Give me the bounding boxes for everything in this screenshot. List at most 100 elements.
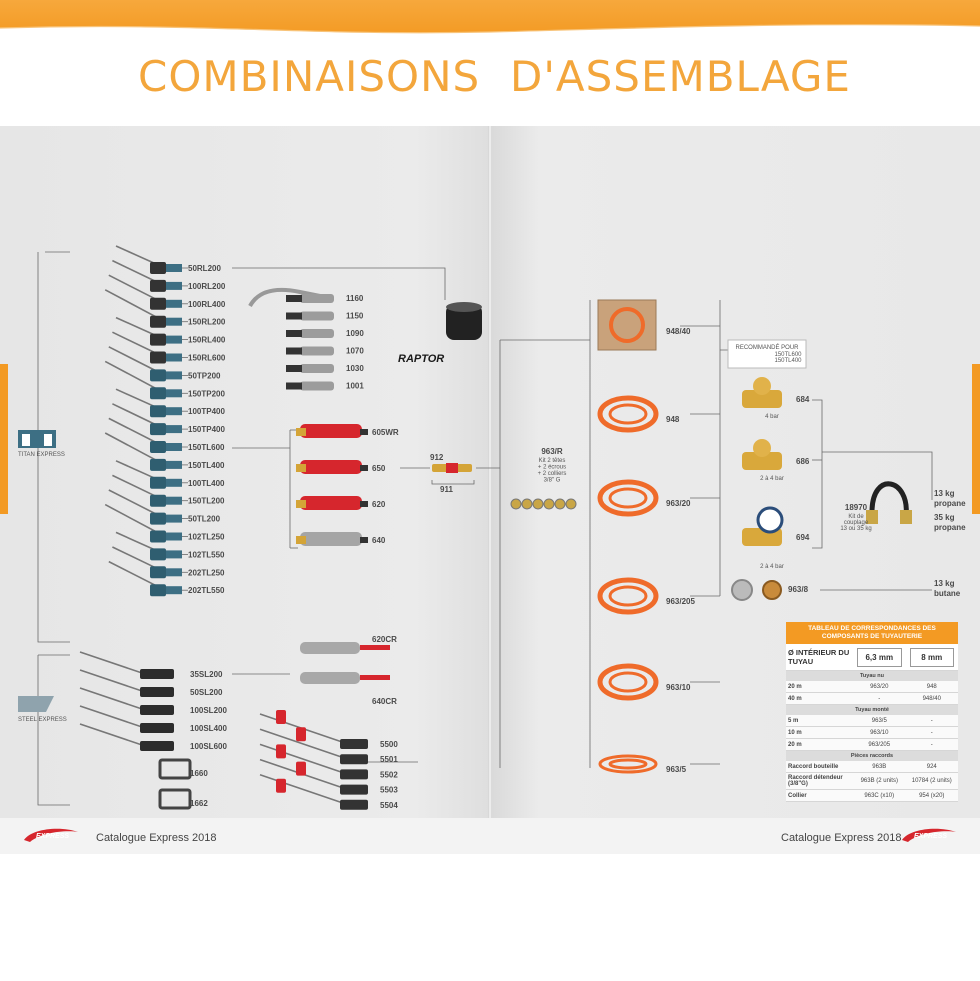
burner-rod-150TP400-nozzle [166,425,182,434]
burner-rod-150TP200-nozzle [166,389,182,398]
code-100TP400: 100TP400 [188,407,225,416]
kit-part [510,498,522,510]
steel-item-100SL200 [79,687,174,715]
code-5503: 5503 [380,786,398,795]
regulator-694 [742,506,784,546]
burner-rod-202TL250-head [150,566,166,579]
burner-rod-100RL200-nozzle [166,281,182,290]
regulator-cap [753,439,771,457]
burner-rod-150RL600-nozzle [166,353,182,362]
coupler-code: 18970 [845,503,868,512]
handle-body [300,532,362,546]
table-cell: 963/5 [871,717,887,724]
code-100TL400: 100TL400 [188,479,225,488]
steel-logo-text: STEEL EXPRESS [18,717,67,723]
raptor-top [446,302,482,312]
tip-body [300,346,334,356]
coupler-line: couplage [844,520,869,526]
title-area [0,36,980,118]
table-cell: 954 (x20) [919,792,945,799]
table-section-0: Tuyau nu [786,671,958,681]
code-1150: 1150 [346,312,364,321]
table-cell: 963B [872,763,887,770]
logo-text-right: EXPRESS [914,833,947,840]
hose-948 [597,395,659,433]
burner-rod-102TL250-nozzle [166,532,182,541]
cr-tip [360,645,390,650]
code-1090: 1090 [346,329,364,338]
burner-rod-100RL200 [112,259,182,292]
burner-rod-150TL400 [104,432,182,471]
coupler-fitting [900,510,912,524]
steel-rod [79,669,146,693]
code-100SL200: 100SL200 [190,706,227,715]
hose-coil [598,754,658,774]
burner-rod-100TP400-nozzle [166,407,182,416]
footer-left-text: Catalogue Express 2018 [96,832,217,844]
burner-rod-150TP400-head [150,423,166,436]
burner-rod-50RL200-nozzle [166,264,182,272]
code-640: 640 [372,536,386,545]
burner-rod-150TP400 [112,403,182,436]
handle-620 [296,496,368,510]
burner-rod-150TL600-nozzle [166,443,182,451]
hose-coil [597,395,659,433]
steel-rod [79,651,146,675]
steel-head [140,705,174,715]
code-1660: 1660 [190,769,208,778]
code-1030: 1030 [346,364,364,373]
coupler-line: Kit de [848,514,864,520]
table-head-6mm: 6,3 mm [857,647,902,667]
burner-rod-50TP200 [108,346,182,382]
line-gas-top [822,451,933,500]
burner-rod-50RL200-head [150,262,166,274]
burner-rod-150RL600 [112,331,182,364]
adapter-nut [731,579,753,601]
code-963-8: 963/8 [788,585,809,594]
code-50TL200: 50TL200 [188,515,221,524]
handle-end [360,429,368,435]
table-cell: 20 m [788,741,802,748]
torch-grip [340,739,368,749]
code-202TL550: 202TL550 [188,586,225,595]
kit-parts [510,498,577,510]
regulator-note: 2 à 4 bar [760,564,784,570]
hose-948/40 [597,299,657,351]
tip-nozzle [286,312,302,320]
burner-rod-202TL250 [112,546,182,579]
table-cell: 40 m [788,695,802,702]
burner-rod-50TL200-nozzle [166,514,182,523]
gas-label: 13 kg [934,489,955,498]
titan-logo-mark [44,434,52,446]
code-100SL600: 100SL600 [190,742,227,751]
burner-rod-150TL600-head [150,441,166,453]
burner-rod-150RL200-head [150,315,166,328]
burner-rod-150RL200 [104,289,182,328]
hose-coil-inner [608,403,648,425]
tip-body [300,329,334,338]
handle-body [300,460,362,474]
burner-rod-150TL200-head [150,494,166,507]
burner-rod-150TL200-nozzle [166,496,182,505]
burner-rod-102TL550-head [150,548,166,561]
cr-tip [360,675,390,680]
burner-rod-50TL200 [108,489,182,525]
burner-rod-202TL250-nozzle [166,568,182,577]
burner-rod-150TL600 [108,417,182,453]
tip-body [300,364,334,373]
holder-frame [158,788,192,810]
connector-bracket [431,480,475,485]
kit-part [532,498,544,510]
code-100SL400: 100SL400 [190,724,227,733]
adapter-fitting [762,580,782,600]
code-1001: 1001 [346,382,364,391]
burner-rod-100RL200-head [150,279,166,292]
handle-640 [296,532,368,546]
burner-rod-100TL400-head [150,476,166,489]
table-cell: - [930,741,933,748]
code-948: 948 [666,415,680,424]
handle-valve [296,428,306,436]
